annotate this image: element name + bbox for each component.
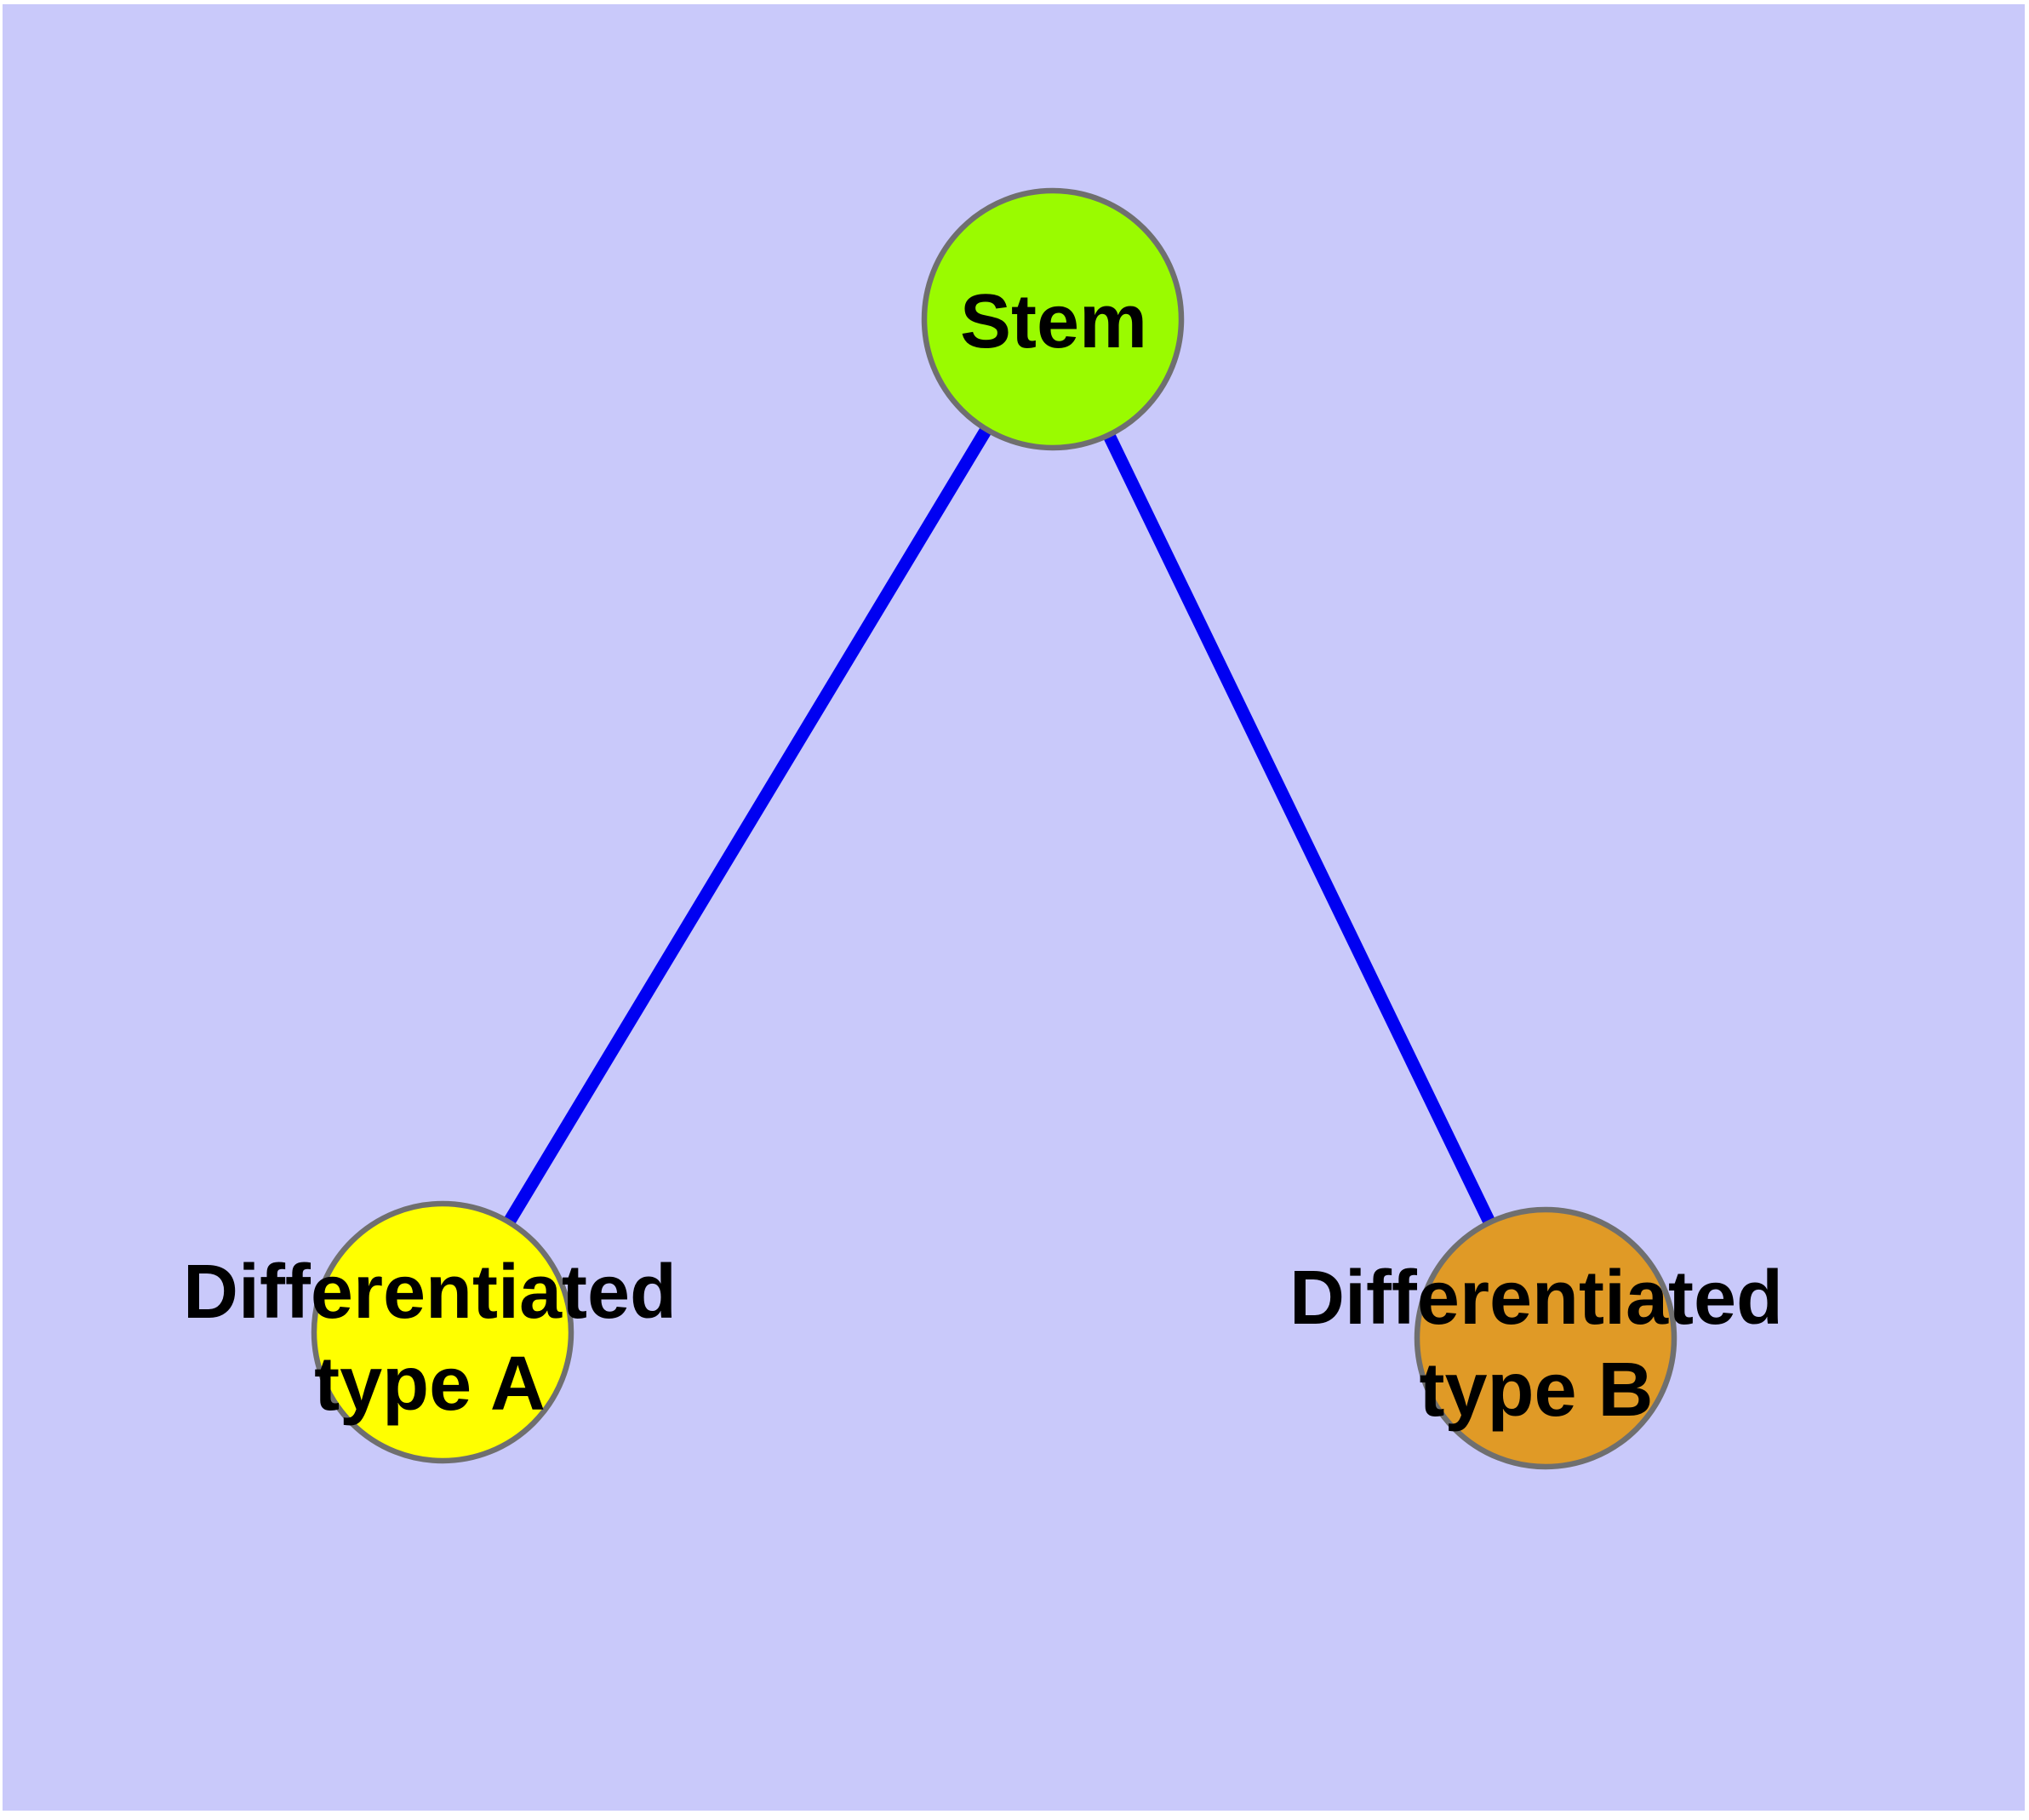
node-stem-label: Stem <box>960 279 1147 364</box>
node-type-b-circle <box>1414 1206 1677 1470</box>
edge-stem-to-type-a <box>437 316 1059 1336</box>
node-type-a-label-line1: Differentiated <box>183 1250 677 1335</box>
edge-stem-to-type-b <box>1047 316 1552 1342</box>
node-type-b-label-line2: type B <box>1419 1348 1653 1433</box>
node-stem-circle <box>921 187 1185 451</box>
node-type-a-circle <box>311 1200 574 1464</box>
node-type-a-label-line2: type A <box>314 1342 546 1427</box>
node-type-b-label-line1: Differentiated <box>1289 1256 1783 1341</box>
